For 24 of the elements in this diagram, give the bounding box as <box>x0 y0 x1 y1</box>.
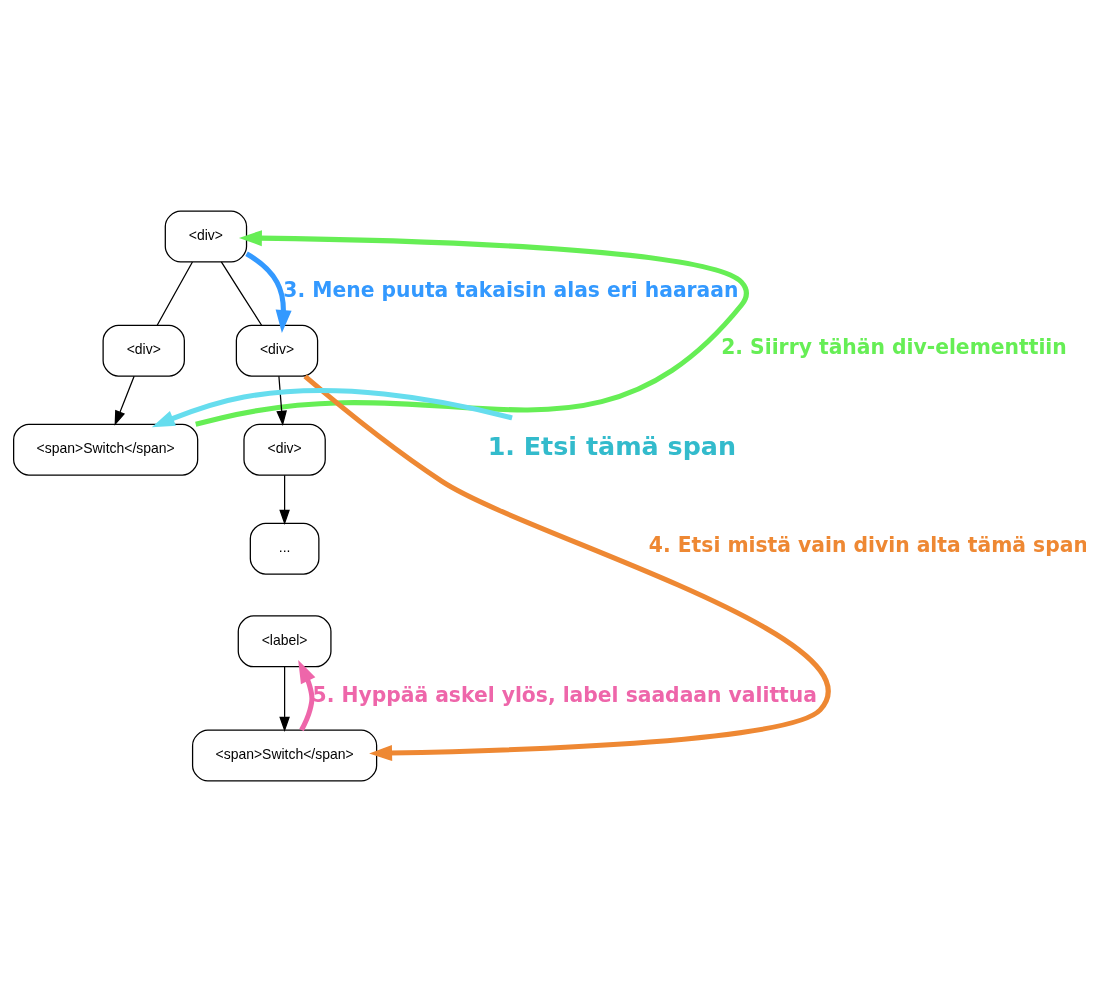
edge-label: 5. Hyppää askel ylös, label saadaan valittua <box>312 682 817 707</box>
connector <box>156 261 194 326</box>
node-box: <span>Switch</span> <box>13 423 199 476</box>
edge-label: 2. Siirry tähän div-elementtiin <box>721 335 1067 360</box>
node-box: <div> <box>102 324 185 377</box>
arrow <box>195 230 749 427</box>
arrow <box>114 375 135 426</box>
arrow <box>151 388 513 428</box>
edge-label: 3. Mene puuta takaisin alas eri haaraan <box>283 278 739 303</box>
node-box: <div> <box>235 324 319 377</box>
node-box: <div> <box>164 210 248 263</box>
arrow <box>279 666 290 732</box>
connector <box>220 261 263 326</box>
node-box: <div> <box>243 423 326 476</box>
node-box: <label> <box>237 615 332 668</box>
arrow <box>276 375 287 426</box>
arrow <box>245 251 292 333</box>
node-box: <span>Switch</span> <box>191 729 378 782</box>
arrow <box>298 660 316 732</box>
edge-label: 4. Etsi mistä vain divin alta tämä span <box>648 533 1088 558</box>
arrow <box>303 374 830 761</box>
node-box: ... <box>249 522 320 575</box>
arrow <box>279 474 290 525</box>
node-text: 1. Etsi tämä span <box>487 430 737 461</box>
